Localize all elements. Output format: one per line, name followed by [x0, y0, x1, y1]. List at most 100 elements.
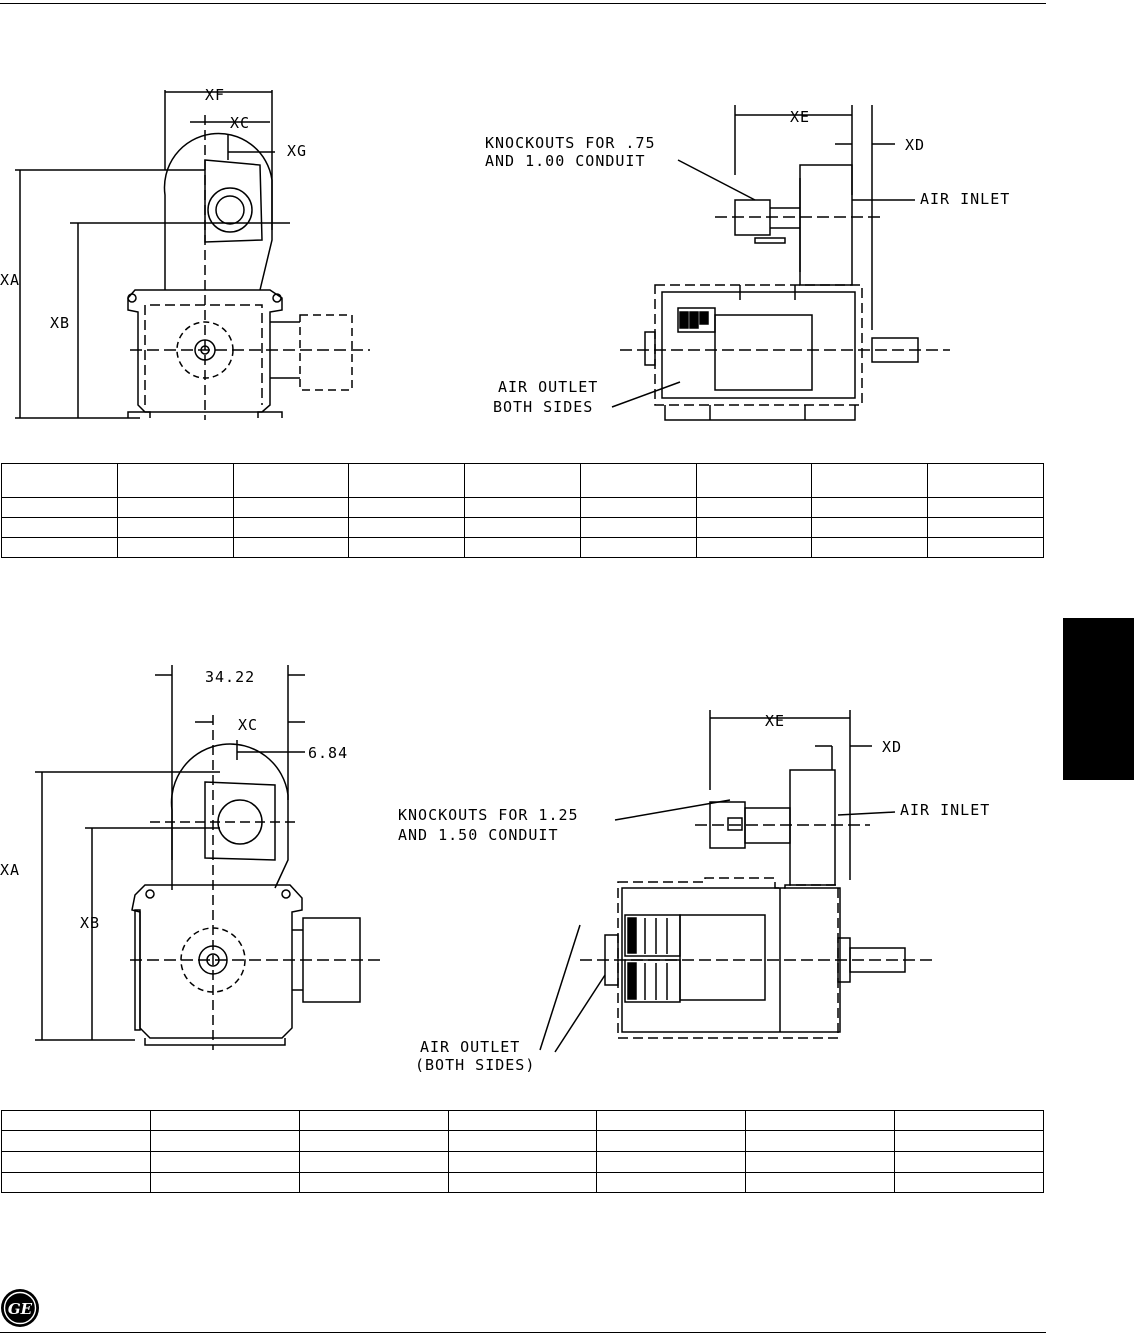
table-cell: [894, 1151, 1044, 1173]
ge-monogram-logo: GE: [1, 1289, 39, 1327]
table-cell: [1, 537, 118, 558]
table-row: [1, 1130, 1044, 1152]
svg-text:GE: GE: [8, 1300, 33, 1318]
table-cell: [927, 463, 1044, 498]
dim-label-xa: XA: [0, 271, 20, 289]
table-cell: [579, 517, 697, 538]
table-cell: [811, 497, 929, 518]
table-cell: [695, 463, 813, 498]
table-cell: [348, 537, 466, 558]
table-cell: [745, 1110, 896, 1131]
dim-label-xc: XC: [238, 716, 258, 734]
dimension-table-bottom: [1, 1110, 1044, 1193]
dim-label-xb: XB: [50, 314, 70, 332]
table-cell: [1, 1151, 151, 1173]
dim-value-offset: 6.84: [308, 744, 348, 762]
table-cell: [116, 537, 234, 558]
side-view-top: [611, 105, 950, 421]
footer-rule: [0, 1332, 1046, 1333]
dim-label-xc: XC: [230, 114, 250, 132]
table-cell: [579, 537, 697, 558]
air-outlet-callout-line1: AIR OUTLET: [420, 1038, 520, 1056]
table-cell: [447, 1130, 598, 1152]
table-cell: [596, 1151, 747, 1173]
table-row: [1, 1110, 1044, 1131]
table-cell: [348, 463, 466, 498]
table-cell: [695, 537, 813, 558]
table-cell: [232, 463, 350, 498]
table-cell: [464, 517, 581, 538]
table-cell: [596, 1110, 747, 1131]
table-cell: [348, 517, 466, 538]
table-cell: [464, 537, 581, 558]
knockouts-callout-line2: AND 1.50 CONDUIT: [398, 826, 559, 844]
table-row: [1, 1151, 1044, 1173]
side-view-bottom: [539, 710, 935, 1053]
table-cell: [1, 1172, 151, 1193]
table-row: [1, 537, 1044, 558]
table-row: [1, 1172, 1044, 1193]
table-cell: [745, 1130, 896, 1152]
table-cell: [447, 1172, 598, 1193]
table-cell: [149, 1110, 300, 1131]
table-row: [1, 517, 1044, 538]
table-cell: [298, 1172, 449, 1193]
table-cell: [894, 1172, 1044, 1193]
table-cell: [596, 1130, 747, 1152]
table-cell: [579, 463, 697, 498]
dim-label-xd: XD: [882, 738, 902, 756]
dim-label-xe: XE: [790, 108, 810, 126]
table-cell: [579, 497, 697, 518]
table-cell: [232, 517, 350, 538]
dim-label-xg: XG: [287, 142, 307, 160]
knockouts-callout-line1: KNOCKOUTS FOR 1.25: [398, 806, 579, 824]
dim-value-top-width: 34.22: [205, 668, 255, 686]
air-outlet-callout-line1: AIR OUTLET: [498, 378, 598, 396]
table-cell: [464, 497, 581, 518]
air-outlet-callout-line2: (BOTH SIDES): [415, 1056, 535, 1074]
dimension-table-top: [1, 463, 1044, 558]
table-cell: [695, 497, 813, 518]
table-cell: [348, 497, 466, 518]
table-cell: [232, 497, 350, 518]
table-row: [1, 497, 1044, 518]
table-cell: [811, 517, 929, 538]
air-inlet-callout: AIR INLET: [920, 190, 1010, 208]
table-cell: [927, 537, 1044, 558]
table-cell: [811, 463, 929, 498]
table-cell: [927, 517, 1044, 538]
air-outlet-callout-line2: BOTH SIDES: [493, 398, 593, 416]
table-cell: [1, 497, 118, 518]
table-cell: [149, 1130, 300, 1152]
table-cell: [1, 517, 118, 538]
table-cell: [927, 497, 1044, 518]
dim-label-xa: XA: [0, 861, 20, 879]
table-cell: [1, 1130, 151, 1152]
table-cell: [811, 537, 929, 558]
table-cell: [232, 537, 350, 558]
knockouts-callout-line1: KNOCKOUTS FOR .75: [485, 134, 656, 152]
table-cell: [149, 1151, 300, 1173]
table-cell: [116, 497, 234, 518]
table-cell: [1, 1110, 151, 1131]
dim-label-xb: XB: [80, 914, 100, 932]
motor-drawing-top: XF XC XG XA XB XE XD KNOCKOUTS FOR .75 A…: [0, 86, 1010, 421]
table-cell: [1, 463, 118, 498]
table-cell: [745, 1151, 896, 1173]
table-cell: [894, 1110, 1044, 1131]
table-cell: [116, 517, 234, 538]
knockouts-callout-line2: AND 1.00 CONDUIT: [485, 152, 646, 170]
table-row: [1, 463, 1044, 498]
table-cell: [745, 1172, 896, 1193]
table-cell: [298, 1130, 449, 1152]
table-cell: [447, 1110, 598, 1131]
section-tab: [1063, 618, 1134, 780]
table-cell: [464, 463, 581, 498]
table-cell: [447, 1151, 598, 1173]
table-cell: [116, 463, 234, 498]
dim-label-xe: XE: [765, 712, 785, 730]
table-cell: [298, 1110, 449, 1131]
table-cell: [149, 1172, 300, 1193]
dim-label-xf: XF: [205, 86, 225, 104]
dim-label-xd: XD: [905, 136, 925, 154]
